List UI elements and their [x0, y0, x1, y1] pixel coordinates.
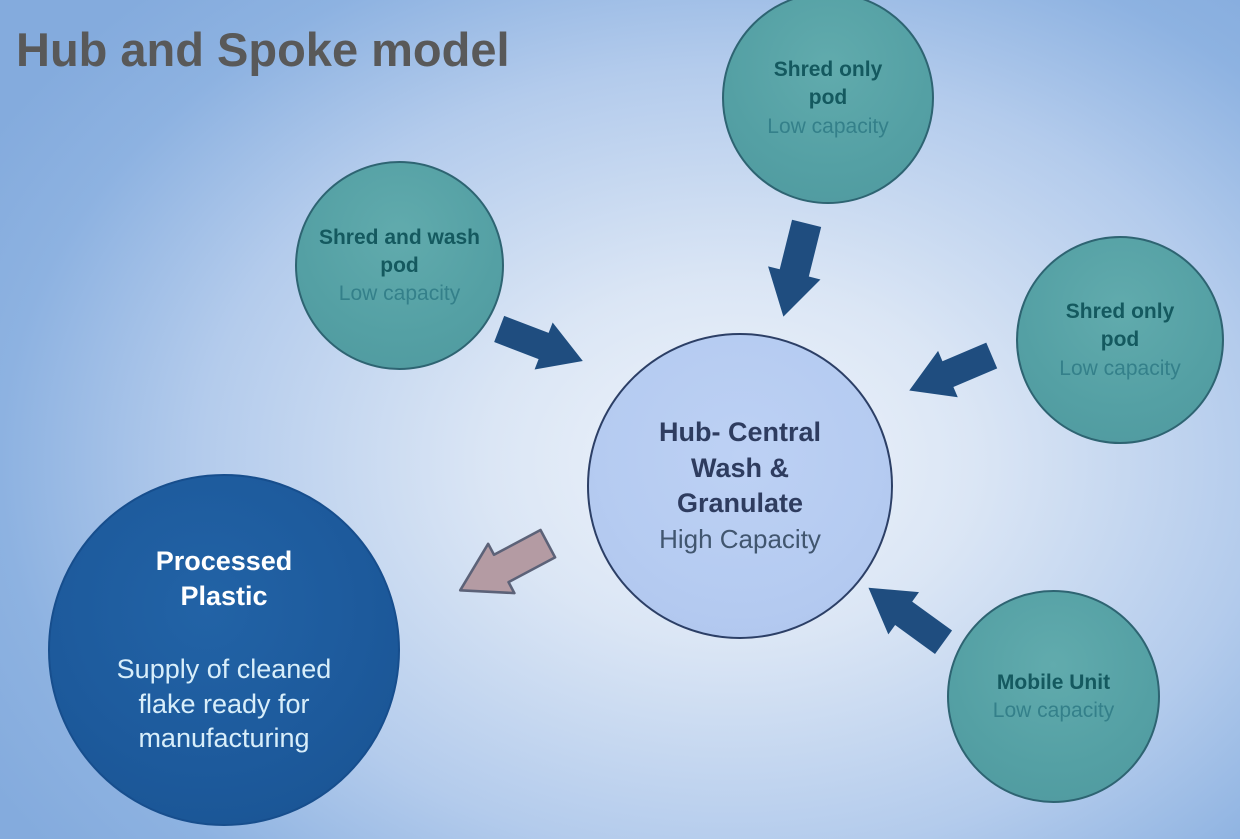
- node-processed-plastic: Processed Plastic Supply of cleaned flak…: [48, 474, 400, 826]
- hub-to-processed-plastic-arrow-icon: [458, 528, 557, 595]
- node-subtitle: High Capacity: [659, 523, 821, 554]
- node-hub-central-wash-granulate: Hub- Central Wash & Granulate High Capac…: [587, 333, 893, 639]
- node-subtitle: Low capacity: [992, 699, 1115, 723]
- node-subtitle: Low capacity: [767, 114, 889, 138]
- node-body: Supply of cleaned flake ready for manufa…: [116, 654, 332, 754]
- node-shred-only-pod-top: Shred only pod Low capacity: [722, 0, 934, 204]
- node-title: Shred and wash pod: [318, 225, 481, 277]
- node-title: Shred only pod: [1065, 300, 1175, 352]
- mobile-unit-to-hub-arrow-icon: [868, 587, 953, 655]
- node-title: Mobile Unit: [996, 670, 1111, 694]
- node-shred-only-pod-right: Shred only pod Low capacity: [1016, 236, 1224, 444]
- node-mobile-unit: Mobile Unit Low capacity: [947, 590, 1160, 803]
- node-shred-and-wash-pod: Shred and wash pod Low capacity: [295, 161, 504, 370]
- shred-wash-pod-to-hub-arrow-icon: [494, 315, 583, 370]
- node-subtitle: Low capacity: [1059, 356, 1181, 380]
- slide-title: Hub and Spoke model: [16, 23, 510, 76]
- node-title: Processed Plastic: [155, 546, 293, 612]
- right-pod-to-hub-arrow-icon: [909, 342, 998, 398]
- top-pod-to-hub-arrow-icon: [768, 219, 822, 317]
- node-subtitle: Low capacity: [338, 282, 461, 306]
- node-title: Hub- Central Wash & Granulate: [659, 417, 821, 518]
- node-title: Shred only pod: [773, 58, 883, 110]
